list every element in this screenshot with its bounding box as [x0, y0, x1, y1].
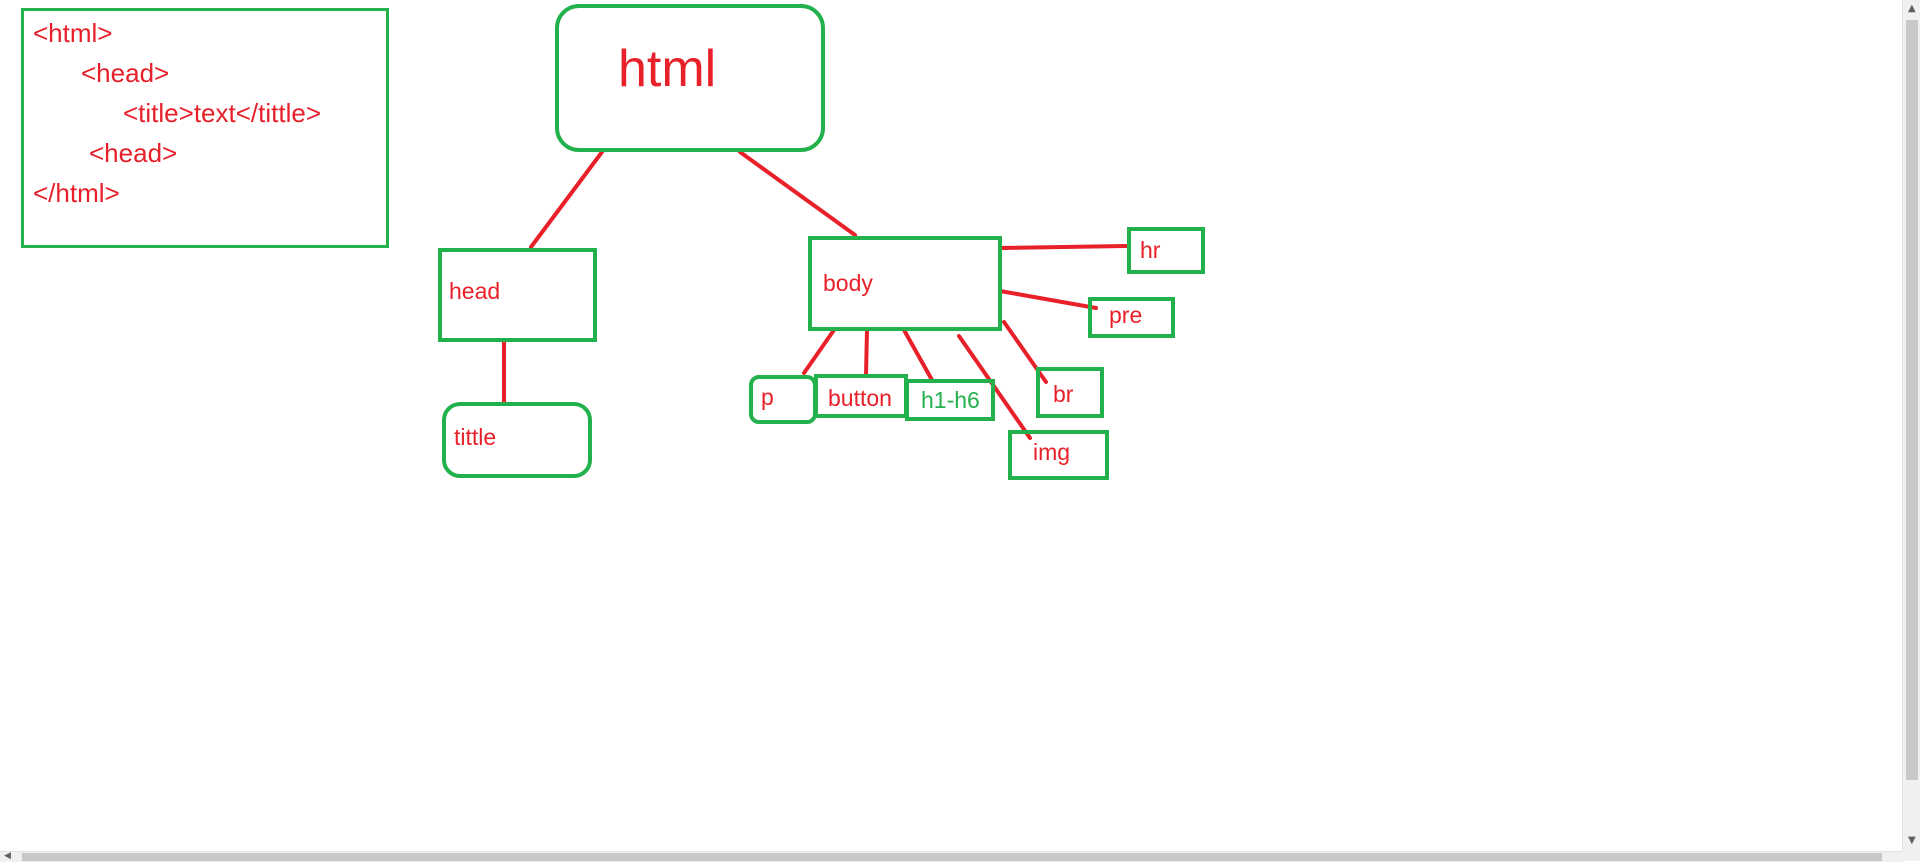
edge-html-head	[529, 150, 604, 249]
edge-body-p	[802, 328, 836, 375]
node-p-label: p	[761, 384, 774, 410]
scrollbar-corner	[1902, 851, 1920, 861]
node-br-box	[1036, 367, 1104, 418]
edge-body-pre	[998, 289, 1098, 310]
node-pre-label: pre	[1109, 302, 1143, 328]
code-snippet-box: <html> <head> <title>text</tittle> <head…	[21, 8, 389, 248]
node-h1h6-label: h1-h6	[921, 387, 980, 413]
code-line-5: </html>	[33, 178, 120, 208]
vertical-scrollbar[interactable]: ▲ ▼	[1902, 0, 1920, 851]
node-button-label: button	[828, 385, 892, 411]
node-html-box	[555, 4, 825, 152]
node-body-box	[808, 236, 1002, 331]
node-h1h6-box	[905, 379, 995, 421]
node-hr-label: hr	[1140, 237, 1161, 263]
edge-body-hr	[998, 244, 1128, 250]
node-body-label: body	[823, 270, 873, 296]
code-line-3: <title>text</tittle>	[123, 98, 322, 128]
drawing-canvas[interactable]: <html> <head> <title>text</tittle> <head…	[0, 0, 1902, 851]
vertical-scroll-thumb[interactable]	[1906, 20, 1918, 780]
tree-diagram	[438, 4, 1205, 480]
node-tittle-label: tittle	[454, 424, 497, 450]
scroll-left-arrow-icon[interactable]: ◀	[4, 851, 11, 861]
node-img-label: img	[1033, 439, 1071, 465]
node-html-label: html	[618, 40, 717, 98]
code-line-2: <head>	[81, 58, 170, 88]
node-tittle-box	[442, 402, 592, 478]
node-hr-box	[1127, 227, 1205, 274]
node-head-box	[438, 248, 597, 342]
horizontal-scrollbar[interactable]: ◀	[0, 851, 1902, 862]
horizontal-scroll-thumb[interactable]	[22, 853, 1882, 861]
node-img-box	[1008, 430, 1109, 480]
node-pre-box	[1088, 297, 1175, 338]
edge-body-h1h6	[902, 328, 934, 382]
scroll-up-arrow-icon[interactable]: ▲	[1908, 3, 1916, 14]
scroll-down-arrow-icon[interactable]: ▼	[1908, 835, 1916, 846]
node-br-label: br	[1053, 381, 1074, 407]
edge-html-body	[738, 150, 857, 237]
code-line-4: <head>	[89, 138, 178, 168]
code-line-1: <html>	[33, 18, 113, 48]
node-head-label: head	[449, 278, 501, 304]
edge-body-button	[864, 328, 869, 377]
